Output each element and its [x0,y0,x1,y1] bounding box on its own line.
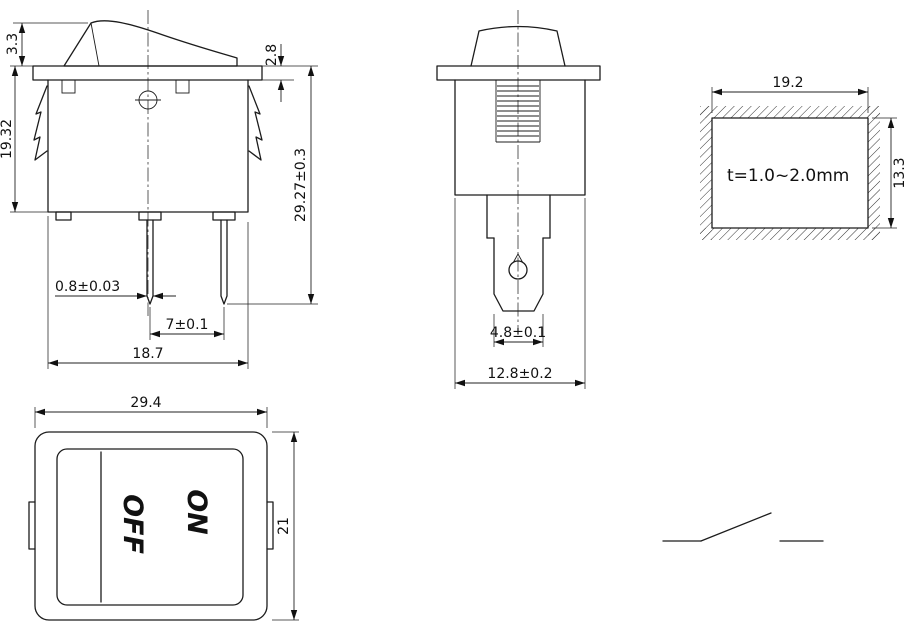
dim-pin-thickness: 0.8±0.03 [55,279,176,300]
panel-cutout-view: t=1.0~2.0mm 19.2 13.3 [700,75,908,240]
rocker-left-edge [90,22,100,67]
side-tab-left [28,501,36,550]
dim-label-face-width: 29.4 [130,395,161,411]
pin1-stub [138,211,162,221]
foot-left [55,211,72,221]
terminal-hole-notch [512,253,524,264]
dim-cutout-width: 19.2 [711,75,869,113]
dim-flange-thickness: 2.8 [262,44,318,102]
label-off: OFF [117,494,148,554]
dim-body-width: 18.7 [47,216,249,369]
dim-label-face-height: 21 [276,517,292,535]
dim-terminal-width: 4.8±0.1 [490,314,546,347]
dim-face-height: 21 [272,431,299,621]
terminal-tab [486,194,551,312]
front-view: 3.3 19.32 2.8 29.27±0.3 0.8±0.03 [0,10,318,369]
dim-label-body-depth: 12.8±0.2 [487,366,552,382]
top-view: OFF ON 29.4 21 [28,395,299,621]
cutout-rectangle [711,117,869,229]
dim-label-pin-pitch: 7±0.1 [166,317,209,333]
switch-lever [700,512,772,542]
dim-total-height: 29.27±0.3 [227,66,318,305]
terminal-hole [508,260,528,280]
side-rocker-outline [470,25,566,67]
face-outline [34,431,268,621]
side-body [454,79,586,196]
dim-label-total-height: 29.27±0.3 [293,148,309,222]
panel-thickness-note: t=1.0~2.0mm [727,166,849,186]
pin2-stub [212,211,236,221]
dim-label-flange-thickness: 2.8 [264,44,280,66]
dim-label-cutout-height: 13.3 [892,157,908,188]
dim-label-body-height: 19.32 [0,119,15,159]
snap-wing-right [248,85,263,161]
side-view: 4.8±0.1 12.8±0.2 [436,10,601,389]
dim-body-height: 19.32 [0,65,48,213]
dim-label-cutout-width: 19.2 [772,75,803,91]
terminal-pin-2 [220,219,228,305]
side-tab-right [266,501,274,550]
snap-wing-left [33,85,48,161]
dim-face-width: 29.4 [34,395,268,428]
rocker-actuator-outline [63,20,238,67]
dim-cutout-height: 13.3 [872,117,908,229]
label-on: ON [181,489,212,535]
panel-hatching [700,106,880,240]
dim-pin-pitch: 7±0.1 [149,307,225,340]
inner-post-right [175,79,190,94]
circuit-symbol-spst [662,512,824,542]
side-mounting-flange [436,65,601,81]
mounting-flange [32,65,263,81]
spring-ribs [496,85,540,143]
dim-rocker-height: 3.3 [5,22,88,66]
dim-label-rocker-height: 3.3 [5,33,21,55]
dim-label-terminal-width: 4.8±0.1 [490,325,546,341]
rocker-opening [56,448,244,606]
dim-body-depth: 12.8±0.2 [454,198,586,389]
terminal-pin-1 [146,219,154,305]
dim-label-pin-thickness: 0.8±0.03 [55,279,120,295]
dim-label-body-width: 18.7 [132,346,163,362]
inner-post-left [61,79,76,94]
